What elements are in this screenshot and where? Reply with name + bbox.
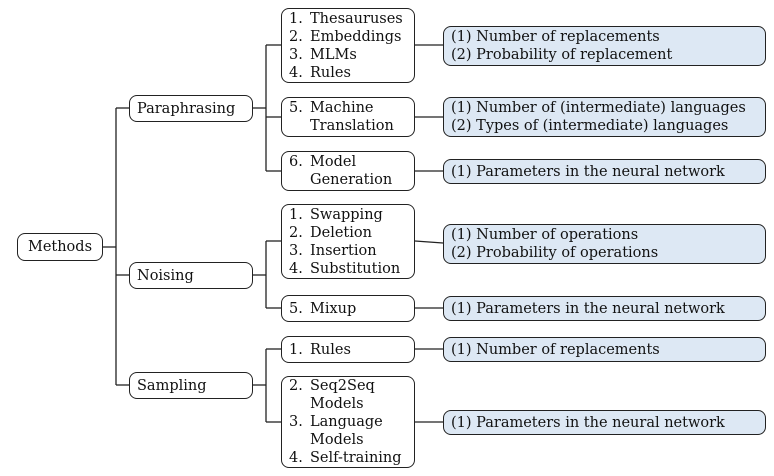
- method-item: 2.Seq2Seq: [289, 378, 375, 394]
- param-item: (1) Number of (intermediate) languages: [451, 100, 746, 116]
- params-box-operations: (1) Number of operations (2) Probability…: [443, 224, 766, 264]
- method-box-machine-translation: 5.Machine Translation: [281, 97, 415, 137]
- param-item: (1) Parameters in the neural network: [451, 300, 725, 317]
- method-item-continuation: Models: [310, 432, 364, 448]
- param-item: (2) Types of (intermediate) languages: [451, 118, 729, 134]
- method-item: 1.Rules: [289, 341, 351, 358]
- method-box-mixup: 5.Mixup: [281, 295, 415, 322]
- param-item: (2) Probability of replacement: [451, 47, 673, 63]
- param-item: (1) Parameters in the neural network: [451, 414, 725, 431]
- category-label: Paraphrasing: [137, 100, 236, 117]
- params-box-languages: (1) Number of (intermediate) languages (…: [443, 97, 766, 137]
- method-item: 6.Model: [289, 154, 357, 170]
- method-box-model-generation: 6.Model Generation: [281, 151, 415, 191]
- params-box-neural-network: (1) Parameters in the neural network: [443, 296, 766, 321]
- param-item: (1) Parameters in the neural network: [451, 163, 725, 180]
- params-box-replacement: (1) Number of replacements (2) Probabili…: [443, 26, 766, 66]
- param-item: (2) Probability of operations: [451, 245, 659, 261]
- params-box-neural-network: (1) Parameters in the neural network: [443, 410, 766, 435]
- method-box-sampling-rules: 1.Rules: [281, 336, 415, 363]
- method-item: 1.Thesauruses: [289, 10, 403, 27]
- method-box-noising-operations: 1.Swapping 2.Deletion 3.Insertion 4.Subs…: [281, 204, 415, 279]
- root-label: Methods: [27, 239, 93, 255]
- method-box-paraphrasing-lexical: 1.Thesauruses 2.Embeddings 3.MLMs 4.Rule…: [281, 8, 415, 83]
- method-item: 3.Insertion: [289, 242, 377, 259]
- param-item: (1) Number of replacements: [451, 29, 660, 45]
- category-label: Sampling: [137, 377, 207, 394]
- category-paraphrasing: Paraphrasing: [129, 95, 253, 122]
- method-item-continuation: Translation: [310, 118, 394, 134]
- method-item: 2.Embeddings: [289, 28, 402, 45]
- params-box-neural-network: (1) Parameters in the neural network: [443, 159, 766, 184]
- method-box-sampling-models: 2.Seq2Seq Models 3.Language Models 4.Sel…: [281, 376, 415, 468]
- method-item: 2.Deletion: [289, 224, 372, 241]
- method-item: 5.Mixup: [289, 300, 357, 317]
- method-item-continuation: Generation: [310, 172, 393, 188]
- param-item: (1) Number of operations: [451, 227, 639, 243]
- param-item: (1) Number of replacements: [451, 341, 660, 358]
- method-item: 4.Rules: [289, 64, 351, 81]
- method-item: 1.Swapping: [289, 206, 383, 223]
- method-item: 4.Substitution: [289, 260, 401, 277]
- category-sampling: Sampling: [129, 372, 253, 399]
- root-node-methods: Methods: [17, 233, 103, 261]
- method-item: 5.Machine: [289, 100, 374, 116]
- method-item-continuation: Models: [310, 396, 364, 412]
- category-label: Noising: [137, 267, 194, 284]
- method-item: 3.Language: [289, 414, 383, 430]
- connector-to-params: [414, 240, 444, 244]
- params-box-replacement-count: (1) Number of replacements: [443, 337, 766, 362]
- category-noising: Noising: [129, 262, 253, 289]
- method-item: 3.MLMs: [289, 46, 357, 63]
- method-item: 4.Self-training: [289, 450, 402, 466]
